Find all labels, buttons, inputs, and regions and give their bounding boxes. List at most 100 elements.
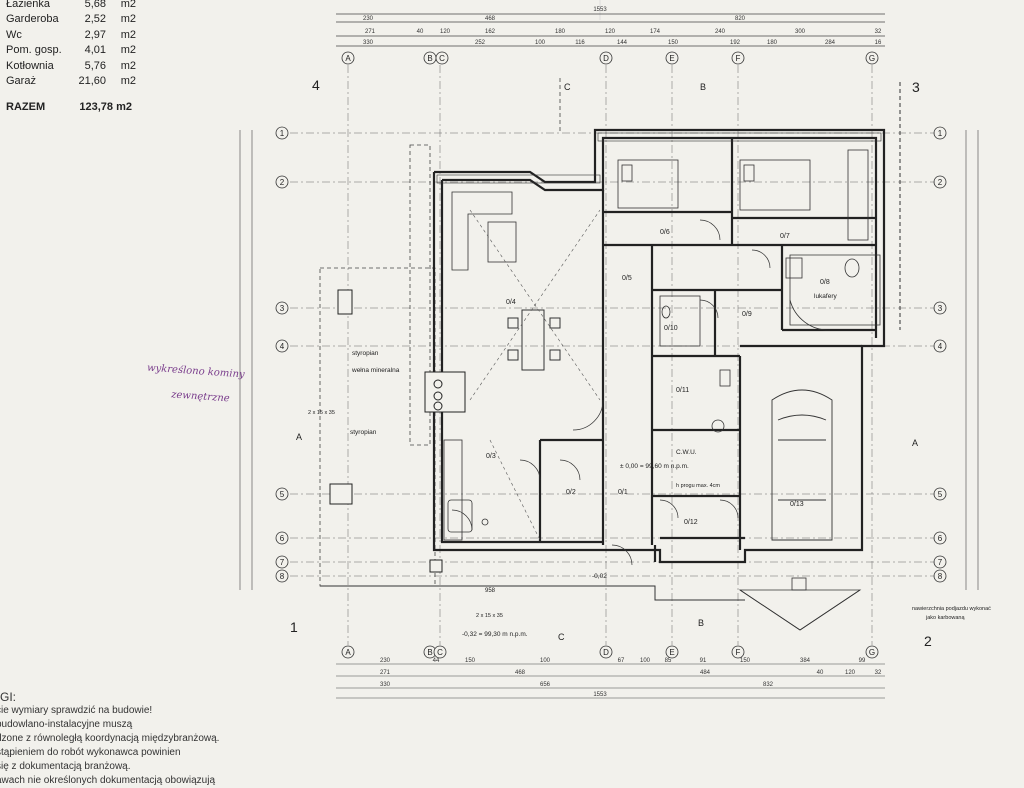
- axis-label: 5: [280, 490, 285, 499]
- room-label: 0/11: [676, 387, 689, 394]
- top-dim: 120: [605, 29, 616, 35]
- axis-bubble: [275, 531, 289, 545]
- room-label: 0/8: [820, 279, 830, 286]
- corner-number: 4: [312, 77, 320, 93]
- beds: [617, 149, 869, 241]
- axis-label: 4: [938, 342, 943, 351]
- note-line: dzone z równoległą koordynacją międzybra…: [0, 733, 220, 744]
- axis-label: 7: [280, 558, 285, 567]
- building-walls: [432, 128, 886, 564]
- chimney-dim: 2 x 15 x 35: [308, 410, 335, 416]
- area-name: Łazienka: [6, 0, 51, 10]
- note-line: stąpieniem do robót wykonawca powinien: [0, 747, 181, 758]
- top-dimension-lines: [336, 13, 885, 47]
- axis-label: 1: [280, 129, 285, 138]
- area-value: 5,76: [84, 59, 106, 72]
- area-name: Garaż: [6, 75, 36, 88]
- axis-label: E: [669, 54, 674, 63]
- top-dim: 820: [735, 16, 746, 22]
- axis-label: 3: [280, 304, 285, 313]
- general-notes: GI: cie wymiary sprawdzić na budowie!bud…: [0, 690, 219, 788]
- left-dimension-lines: [239, 130, 979, 699]
- axis-bubble: [275, 175, 289, 189]
- bottom-dim: 656: [540, 682, 551, 688]
- top-dim: 180: [767, 40, 778, 46]
- bottom-dim: 384: [800, 658, 811, 664]
- top-total: 1553: [593, 7, 607, 13]
- top-dim: 468: [485, 16, 496, 22]
- axis-label: 7: [938, 558, 943, 567]
- bottom-dim: 40: [817, 670, 824, 676]
- section-mark-c: C: [558, 632, 565, 642]
- axis-label: A: [345, 648, 351, 657]
- area-name: Kotłownia: [6, 59, 54, 72]
- axis-bubble: [341, 645, 355, 659]
- note-line: cie wymiary sprawdzić na budowie!: [0, 705, 153, 716]
- top-dim: 230: [363, 16, 374, 22]
- dining-table: [507, 309, 561, 371]
- axis-label: F: [736, 54, 741, 63]
- axis-bubble: [433, 645, 447, 659]
- area-unit: m2: [120, 0, 136, 10]
- axis-bubble: [275, 339, 289, 353]
- bottom-dim: 150: [465, 658, 476, 664]
- top-dim: 144: [617, 40, 628, 46]
- area-unit: m2: [120, 75, 136, 88]
- top-dim: 240: [715, 29, 726, 35]
- bottom-dim: 484: [700, 670, 711, 676]
- room-label: 0/12: [684, 519, 698, 526]
- area-name: Wc: [6, 28, 22, 41]
- top-dim: 174: [650, 29, 661, 35]
- room-label: 0/2: [566, 489, 576, 496]
- bottom-dim: 99: [859, 658, 866, 664]
- area-value: 21,60: [78, 75, 106, 88]
- note-line: budowlano-instalacyjne muszą: [0, 719, 133, 730]
- axis-label: A: [345, 54, 351, 63]
- corner-number: 1: [290, 619, 298, 635]
- axis-label: C: [437, 648, 443, 657]
- chimney: [329, 289, 466, 573]
- top-dim: 300: [795, 29, 806, 35]
- top-dim: 271: [365, 29, 376, 35]
- area-total: RAZEM 123,78 m2: [6, 101, 132, 113]
- axis-label: 6: [938, 534, 943, 543]
- area-unit: m2: [120, 13, 136, 26]
- section-mark-a: A: [296, 432, 302, 442]
- area-unit: m2: [120, 28, 136, 41]
- car: [771, 389, 833, 541]
- driveway-note: nawierzchnia podjazdu wykonać: [912, 606, 991, 612]
- bottom-dim: 330: [380, 682, 391, 688]
- top-dim: 192: [730, 40, 741, 46]
- area-value: 2,52: [84, 13, 106, 26]
- section-mark-c: C: [564, 82, 571, 92]
- handwritten-note: wykreślono kominy zewnętrzne: [145, 363, 245, 406]
- area-unit: m2: [120, 44, 136, 57]
- paper: [0, 0, 1024, 768]
- axis-label: 2: [938, 178, 943, 187]
- bottom-dim: 91: [700, 658, 707, 664]
- bottom-dim: 120: [845, 670, 856, 676]
- section-mark-b: B: [698, 618, 704, 628]
- top-dim: 180: [555, 29, 566, 35]
- axis-label: F: [736, 648, 741, 657]
- doors: [451, 219, 771, 566]
- axis-bubble: [275, 555, 289, 569]
- axis-label: G: [869, 648, 875, 657]
- bottom-dim: 67: [618, 658, 625, 664]
- bottom-dim: 468: [515, 670, 526, 676]
- top-dim: 16: [875, 40, 882, 46]
- note-line: awach nie określonych dokumentacją obowi…: [0, 775, 216, 786]
- section-mark-a: A: [912, 438, 918, 448]
- note-line: się z dokumentacją branżową.: [0, 761, 131, 772]
- top-dim: 150: [668, 40, 679, 46]
- axis-label: 3: [938, 304, 943, 313]
- axis-label: 5: [938, 490, 943, 499]
- room-label: 0/5: [622, 275, 632, 282]
- axis-label: E: [669, 648, 674, 657]
